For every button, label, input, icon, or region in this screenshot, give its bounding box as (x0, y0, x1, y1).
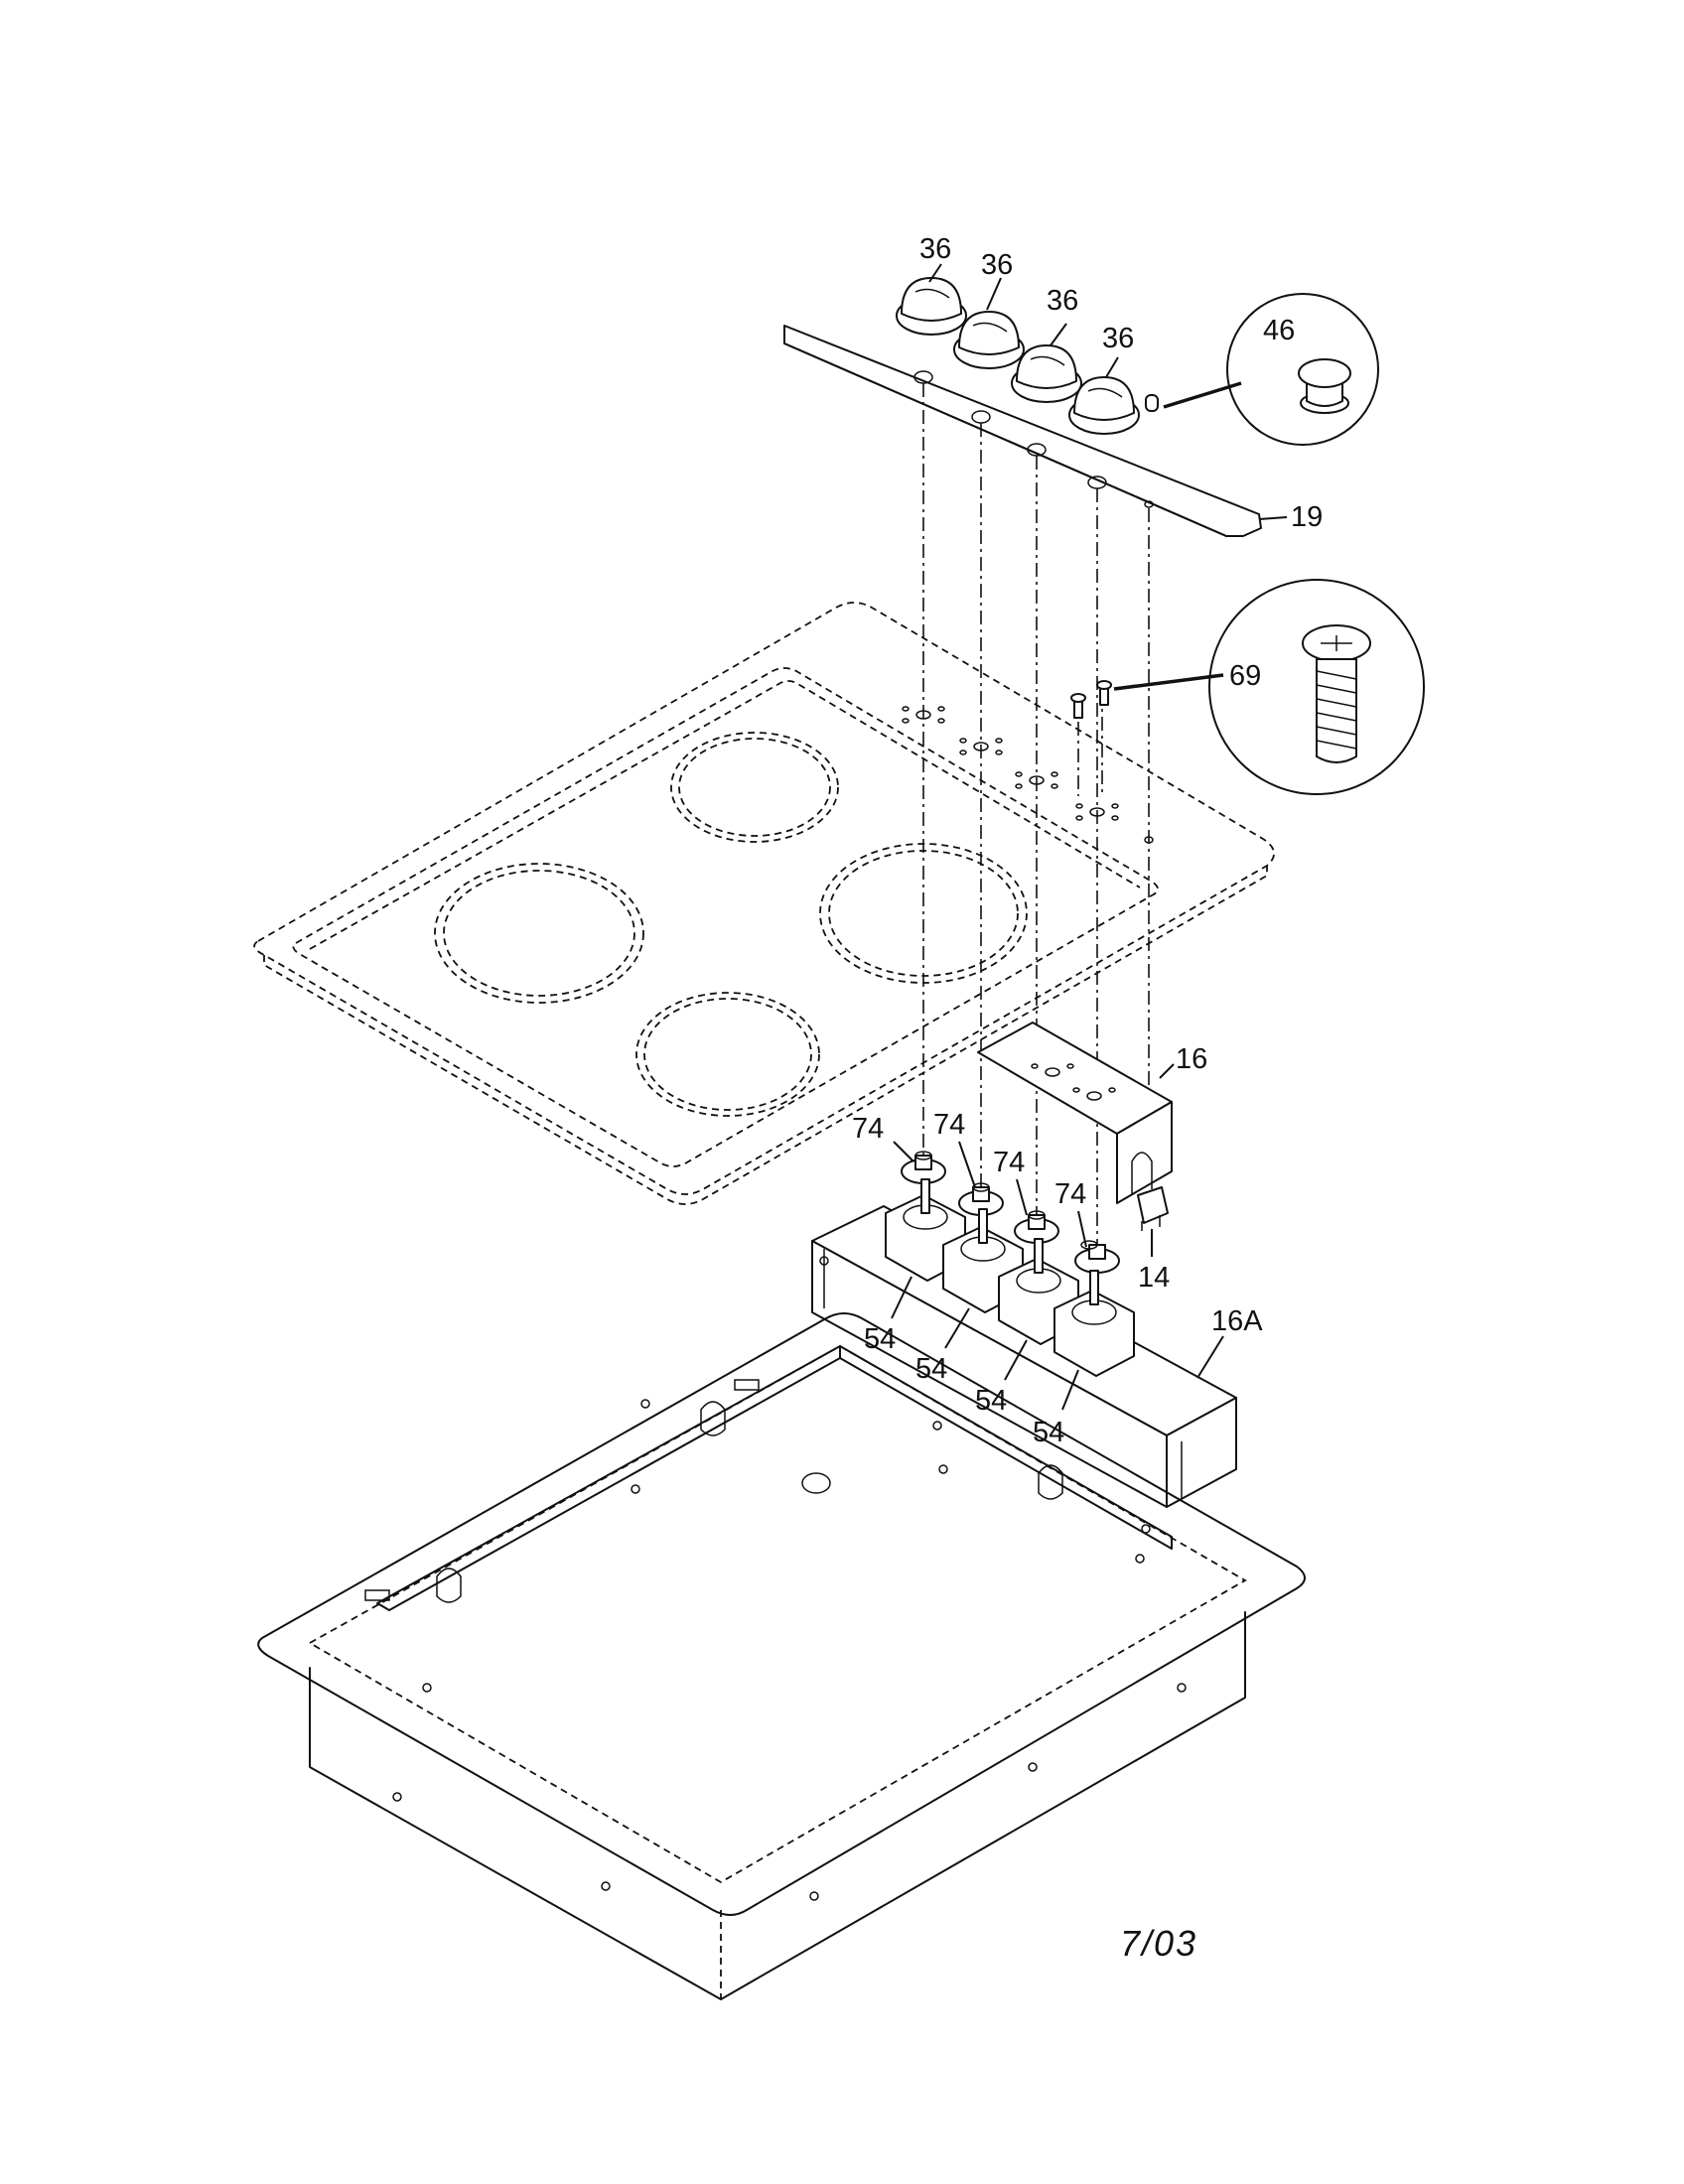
bezel (1014, 1210, 1059, 1244)
part-label: 54 (864, 1323, 896, 1355)
infinite-switch (1053, 1270, 1135, 1377)
indicator-light (1145, 293, 1379, 446)
control-panel (783, 325, 1262, 537)
leader-lines (891, 263, 1288, 1411)
knob (896, 277, 967, 336)
part-label: 74 (852, 1113, 884, 1145)
bezel (1074, 1240, 1120, 1274)
channel (811, 1205, 1237, 1508)
knob (1068, 376, 1140, 435)
part-label: 14 (1138, 1262, 1170, 1294)
part-label: 36 (1047, 285, 1078, 317)
revision-date: 7/03 (1120, 1923, 1197, 1964)
screw (1070, 579, 1425, 795)
part-label: 46 (1263, 315, 1295, 346)
center-lines (922, 383, 1150, 1253)
part-label: 74 (933, 1109, 965, 1141)
part-label: 69 (1229, 660, 1261, 692)
bracket (977, 1022, 1173, 1204)
cooktop (253, 602, 1275, 1205)
part-label: 16A (1211, 1305, 1263, 1337)
part-label: 19 (1291, 501, 1323, 533)
part-label: 16 (1176, 1043, 1207, 1075)
part-label: 54 (915, 1353, 947, 1385)
knob (1011, 344, 1082, 403)
part-label: 36 (1102, 323, 1134, 354)
part-label: 74 (993, 1147, 1025, 1178)
part-label: 36 (919, 233, 951, 265)
knob (953, 311, 1025, 369)
part-label: 54 (975, 1385, 1007, 1417)
part-label: 54 (1033, 1417, 1064, 1448)
base-pan (257, 1312, 1306, 2000)
part-label: 74 (1054, 1178, 1086, 1210)
bezel (901, 1151, 946, 1184)
part-label: 36 (981, 249, 1013, 281)
switch-block (1137, 1186, 1169, 1231)
